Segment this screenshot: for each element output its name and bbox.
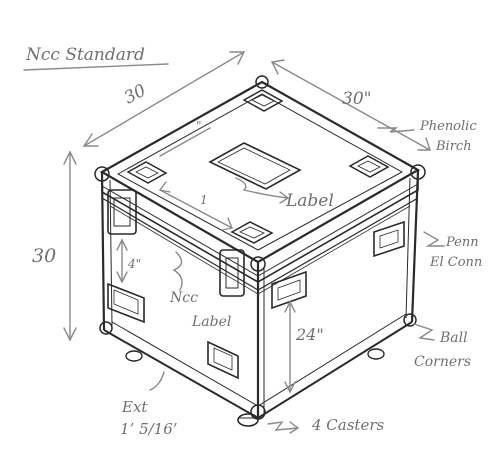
case-top-inner-edge (116, 93, 404, 251)
ext-label: Ext (121, 398, 148, 416)
lid-handle-left (126, 161, 168, 184)
birch-label: Birch (435, 139, 472, 154)
caster-right (367, 348, 385, 360)
interior-height-label: 24" (295, 325, 324, 344)
right-face-handle-left (271, 270, 307, 310)
front-four-mark: 4" (127, 257, 141, 271)
case-left-edge-inner (109, 179, 113, 327)
height-label: 30 (32, 245, 56, 267)
lid-label-window-inner (217, 147, 291, 185)
handwritten-notes: Ncc Standard 30 30" 30 24" " 1 4" Phenol… (23, 45, 482, 438)
lid-handle-front (230, 221, 274, 244)
label-leader (235, 177, 289, 199)
caster-left (125, 350, 143, 362)
title-underline (23, 63, 169, 71)
ball-corner-top-back (255, 75, 269, 89)
penn-label: Penn (445, 235, 479, 250)
case-bottom-extrusion (111, 313, 407, 407)
ncc-leader (172, 251, 183, 291)
ext-size-label: 1’ 5/16’ (120, 420, 178, 438)
phenolic-label: Phenolic (419, 119, 477, 134)
ncc-callout: Ncc (169, 290, 198, 306)
right-face-handle-right (373, 220, 405, 258)
ext-leader (149, 371, 165, 391)
lid-handle-back (242, 89, 284, 112)
ball-label: Ball (439, 330, 468, 346)
case-right-edge (410, 169, 420, 323)
corners-label: Corners (414, 354, 471, 370)
ball-leader (413, 323, 435, 341)
ncc-label-callout: Label (191, 314, 231, 330)
dimension-arrows (63, 51, 431, 394)
road-case (94, 75, 426, 427)
lid-handle-spacing-arrow (159, 189, 233, 229)
case-right-edge-inner (405, 177, 411, 319)
lid-handle-right (348, 155, 390, 178)
caster-front (237, 413, 259, 427)
left-face-handle-upper (107, 189, 137, 235)
ball-corner-top-left (94, 166, 110, 182)
width-left-label: 30 (121, 81, 150, 109)
front-handle-lower (207, 340, 239, 380)
ball-corner-bottom-left (99, 321, 113, 335)
casters-label: 4 Casters (311, 416, 385, 434)
penn-leader (423, 231, 445, 247)
el-conn-label: El Conn (429, 255, 482, 270)
callout-leaders (149, 127, 445, 434)
front-latch (219, 249, 245, 297)
ball-corner-top-front (250, 256, 266, 272)
sketch-title: Ncc Standard (25, 45, 145, 65)
phenolic-leader (377, 127, 415, 133)
width-right-arrow (271, 61, 431, 151)
lid-label-window (208, 142, 302, 190)
casters-leader (267, 421, 299, 431)
ball-corner-bottom-right (403, 313, 417, 327)
width-left-arrow (83, 51, 245, 147)
label-callout: Label (285, 191, 334, 211)
lid-one-mark: 1 (200, 193, 208, 207)
width-right-label: 30" (342, 89, 371, 109)
ball-corner-top-right (410, 164, 426, 180)
case-left-edge (100, 171, 106, 331)
left-face-handle-lower (107, 282, 145, 324)
lid-offset-arrow (159, 127, 211, 157)
lid-inch-mark: " (196, 119, 202, 133)
